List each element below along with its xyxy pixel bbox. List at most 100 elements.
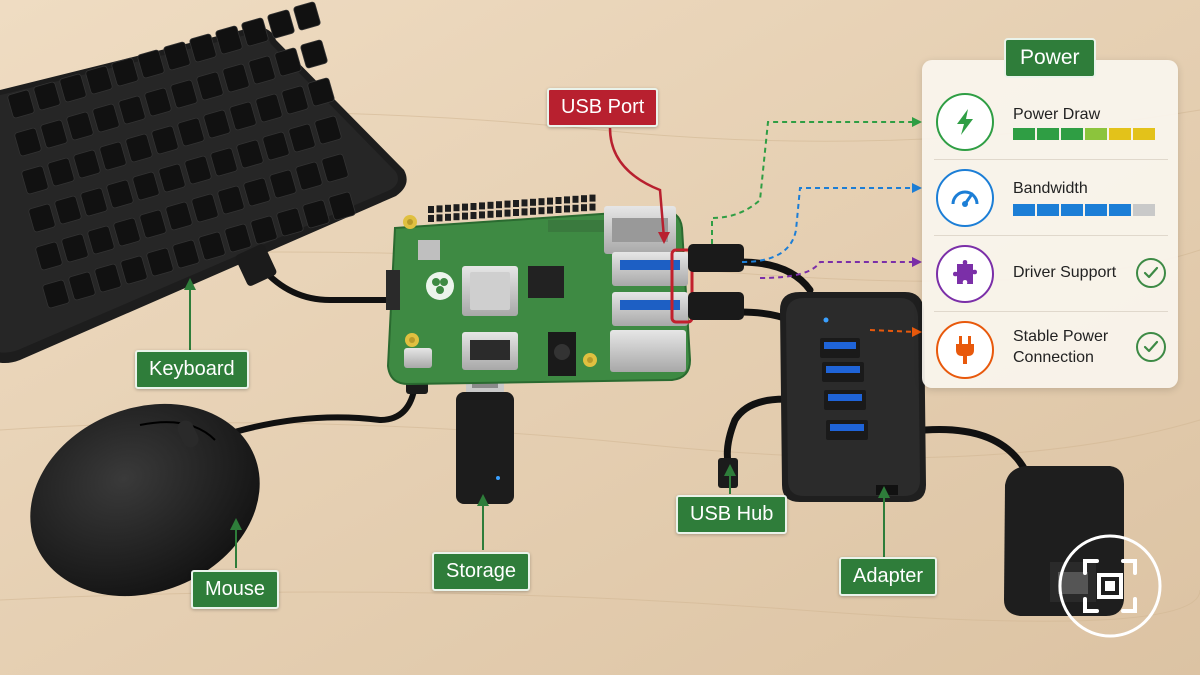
power-panel-title: Power bbox=[1004, 38, 1096, 78]
keyboard-key bbox=[198, 231, 226, 261]
driver-support-label: Driver Support bbox=[1013, 264, 1117, 281]
gpio-pin bbox=[436, 214, 443, 222]
stable-power-label: Stable Power Connection bbox=[1013, 326, 1108, 368]
keyboard-key bbox=[113, 217, 141, 247]
gpio-pin bbox=[487, 201, 494, 209]
power-draw-row: Power Draw bbox=[934, 84, 1168, 160]
gpio-pin bbox=[555, 197, 562, 204]
keyboard-key bbox=[172, 239, 200, 269]
meter-segment bbox=[1037, 204, 1059, 216]
gpio-pin bbox=[564, 196, 570, 204]
gpio-pin bbox=[589, 203, 596, 211]
keyboard-key bbox=[118, 95, 146, 125]
gpio-pin bbox=[496, 201, 502, 209]
gpio-pin bbox=[530, 207, 536, 215]
keyboard-key bbox=[144, 87, 172, 117]
single-board-computer bbox=[386, 194, 744, 386]
meter-segment bbox=[1085, 204, 1107, 216]
keyboard-key bbox=[163, 41, 191, 71]
keyboard-key bbox=[68, 271, 96, 301]
keyboard-key bbox=[111, 57, 139, 87]
adapter-label: Adapter bbox=[839, 557, 938, 596]
gpio-pin bbox=[470, 203, 477, 210]
gpio-pin bbox=[496, 210, 502, 218]
gpio-pin bbox=[581, 204, 587, 212]
keyboard-key bbox=[243, 177, 271, 207]
keyboard-key bbox=[40, 119, 68, 149]
keyboard-key bbox=[281, 85, 309, 115]
keyboard-key bbox=[146, 247, 174, 277]
keyboard-key bbox=[132, 171, 160, 201]
keyboard-key bbox=[203, 109, 231, 139]
gpio-pin bbox=[513, 209, 519, 216]
meter-segment bbox=[1133, 128, 1155, 140]
adapter-cable bbox=[921, 426, 1029, 474]
keyboard-cable bbox=[259, 265, 398, 304]
gpio-pin bbox=[572, 204, 579, 212]
mouse-cable bbox=[212, 382, 418, 441]
gpio-pin bbox=[504, 200, 511, 208]
keyboard-key bbox=[158, 163, 186, 193]
meter-segment bbox=[1133, 204, 1155, 216]
gpio-pin bbox=[428, 215, 434, 222]
keyboard-key bbox=[61, 233, 89, 263]
gpio-pin bbox=[453, 204, 460, 212]
gpio-pin bbox=[547, 206, 553, 214]
gpio-pin bbox=[470, 212, 477, 219]
keyboard-key bbox=[80, 187, 108, 217]
meter-segment bbox=[1013, 128, 1035, 140]
keyboard-key bbox=[236, 139, 264, 169]
stable-power-label-line2: Connection bbox=[1013, 349, 1094, 366]
gpio-pin bbox=[445, 204, 451, 212]
keyboard-key bbox=[66, 111, 94, 141]
keyboard-key bbox=[295, 161, 323, 191]
keyboard-key bbox=[170, 79, 198, 109]
keyboard-key bbox=[241, 17, 269, 47]
keyboard-key bbox=[21, 165, 49, 195]
keyboard-key bbox=[92, 103, 120, 133]
hub-side-cable bbox=[723, 395, 804, 466]
gpio-pin bbox=[521, 199, 528, 207]
keyboard-key bbox=[217, 185, 245, 215]
gpio-pin bbox=[462, 203, 468, 211]
keyboard-key bbox=[250, 215, 278, 245]
keyboard-key bbox=[307, 77, 335, 107]
keyboard-key bbox=[262, 131, 290, 161]
gpio-pin bbox=[453, 213, 460, 221]
meter-segment bbox=[1061, 204, 1083, 216]
gpio-pin bbox=[538, 198, 545, 206]
keyboard-key bbox=[42, 279, 70, 309]
lightning-icon bbox=[936, 93, 994, 151]
gpio-pin bbox=[445, 213, 451, 221]
keyboard-key bbox=[224, 223, 252, 253]
keyboard-key bbox=[293, 1, 321, 31]
power-draw-meter bbox=[1013, 128, 1155, 140]
mouse-label: Mouse bbox=[191, 570, 280, 609]
keyboard-key bbox=[14, 127, 42, 157]
keyboard-key bbox=[191, 193, 219, 223]
plug-icon bbox=[936, 321, 994, 379]
keyboard-key bbox=[288, 123, 316, 153]
keyboard-key bbox=[99, 141, 127, 171]
gpio-pin bbox=[547, 197, 553, 205]
keyboard-key bbox=[7, 89, 35, 119]
keyboard-key bbox=[120, 255, 148, 285]
gpio-pin bbox=[538, 207, 545, 215]
keyboard-key bbox=[85, 65, 113, 95]
meter-segment bbox=[1061, 128, 1083, 140]
storage-label: Storage bbox=[432, 552, 531, 591]
meter-segment bbox=[1013, 204, 1035, 216]
gpio-pin bbox=[530, 198, 536, 206]
ethernet-adapter bbox=[1004, 466, 1124, 616]
power-draw-label: Power Draw bbox=[1013, 106, 1101, 123]
keyboard-key bbox=[314, 115, 342, 145]
keyboard-key bbox=[328, 191, 356, 221]
keyboard-key bbox=[137, 49, 165, 79]
stable-power-row: Stable Power Connection bbox=[934, 312, 1168, 388]
meter-segment bbox=[1109, 128, 1131, 140]
bandwidth-row: Bandwidth bbox=[934, 160, 1168, 236]
keyboard-key bbox=[184, 155, 212, 185]
keyboard-key bbox=[139, 209, 167, 239]
keyboard-key bbox=[33, 81, 61, 111]
keyboard-key bbox=[94, 263, 122, 293]
